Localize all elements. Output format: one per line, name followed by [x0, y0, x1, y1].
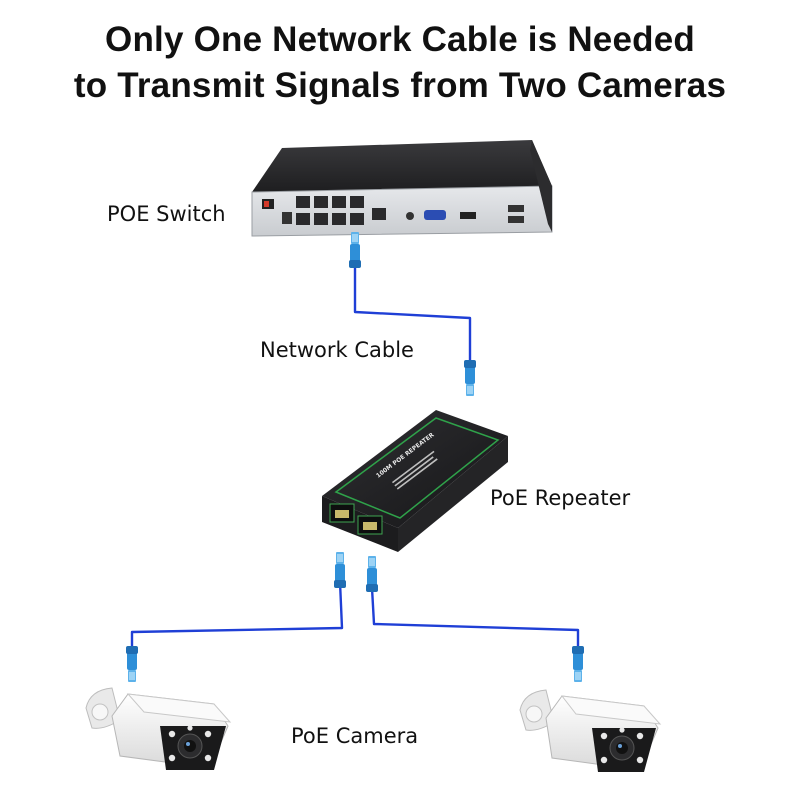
rj45-connector-icon: [572, 646, 584, 682]
bullet-camera-icon: [85, 687, 232, 770]
poe-camera-label: PoE Camera: [291, 724, 419, 748]
poe-switch-icon: [251, 140, 553, 237]
camera-cable-right: [370, 587, 580, 650]
bullet-camera-icon: [519, 689, 662, 772]
rj45-connector-icon: [126, 646, 138, 682]
poe-repeater-label: PoE Repeater: [490, 486, 631, 510]
rj45-connector-icon: [464, 360, 476, 396]
poe-switch-label: POE Switch: [107, 202, 226, 226]
network-cable-label: Network Cable: [260, 338, 414, 362]
poe-repeater-icon: 100M POE REPEATER: [322, 410, 508, 552]
network-cable: [353, 262, 472, 368]
rj45-connector-icon: [366, 556, 378, 592]
headline-line-1: Only One Network Cable is Needed: [105, 20, 695, 59]
rj45-connector-icon: [349, 232, 361, 268]
rj45-connector-icon: [334, 552, 346, 588]
headline-line-2: to Transmit Signals from Two Cameras: [73, 66, 727, 105]
camera-cable-left: [130, 581, 344, 650]
